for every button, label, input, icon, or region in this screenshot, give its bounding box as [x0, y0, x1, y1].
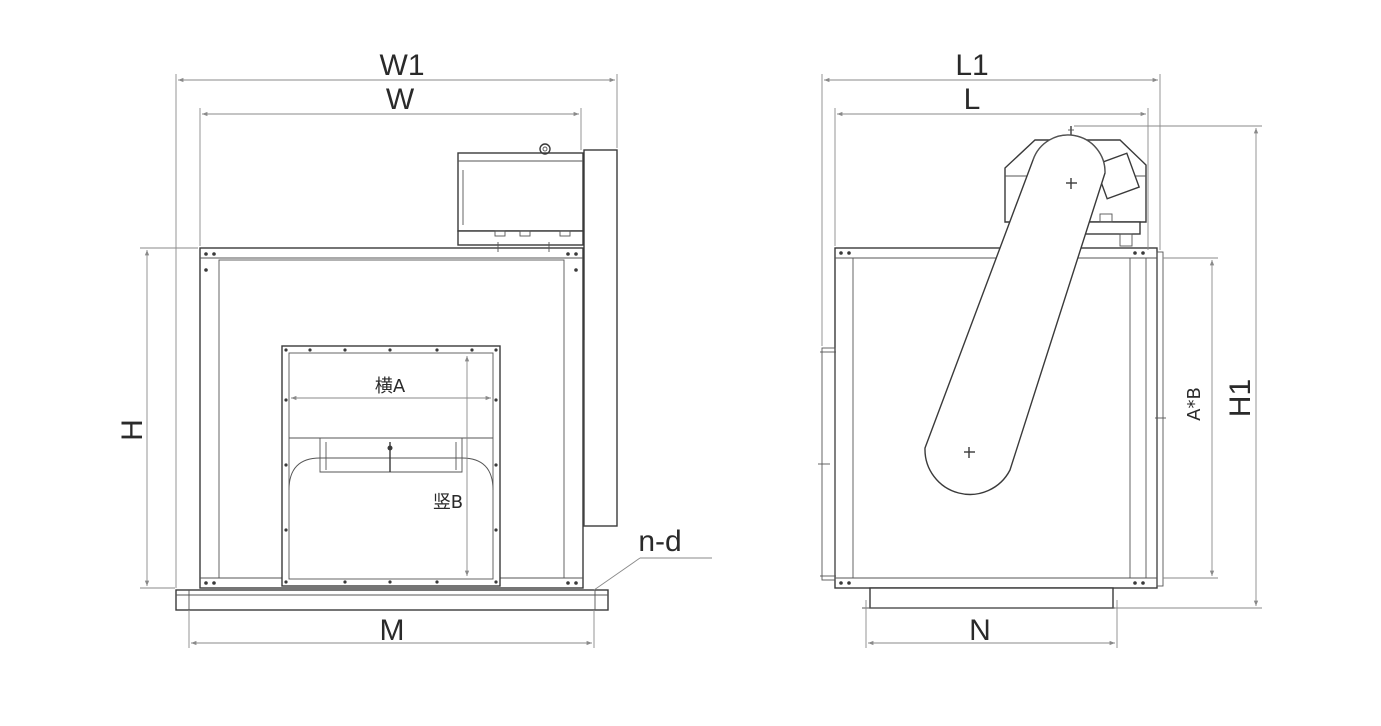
- dim-n: [865, 600, 1118, 648]
- dim-m: [188, 610, 595, 648]
- label-l1: L1: [955, 49, 988, 82]
- front-inlet-flange: [281, 345, 501, 587]
- label-l: L: [964, 83, 981, 116]
- label-n-d: n-d: [638, 525, 681, 558]
- front-view: W1 W H M n-d 横A 竖B: [116, 49, 712, 648]
- front-base: [175, 589, 609, 611]
- side-belt-guard: [924, 134, 1106, 496]
- dim-h: [140, 247, 198, 589]
- label-n: N: [969, 614, 991, 647]
- side-view: L1 L H1 N A*B: [818, 49, 1262, 648]
- dim-w: [199, 108, 582, 246]
- front-side-panel: [583, 149, 618, 527]
- side-bottom-flange: [862, 587, 1120, 609]
- label-horizontal-a: 横A: [375, 376, 406, 397]
- label-h1: H1: [1224, 379, 1257, 417]
- dim-w1: [175, 74, 618, 588]
- label-w1: W1: [380, 49, 425, 82]
- dim-axb: [1163, 257, 1218, 579]
- dim-h1: [1074, 125, 1262, 609]
- leader-n-d: [593, 557, 712, 591]
- front-motor: [457, 143, 584, 246]
- label-vertical-b: 竖B: [433, 492, 463, 513]
- label-w: W: [386, 83, 415, 116]
- dim-l: [834, 108, 1149, 250]
- label-m: M: [380, 614, 405, 647]
- dim-l1: [821, 74, 1161, 346]
- label-h: H: [116, 419, 149, 441]
- label-axb: A*B: [1184, 387, 1205, 421]
